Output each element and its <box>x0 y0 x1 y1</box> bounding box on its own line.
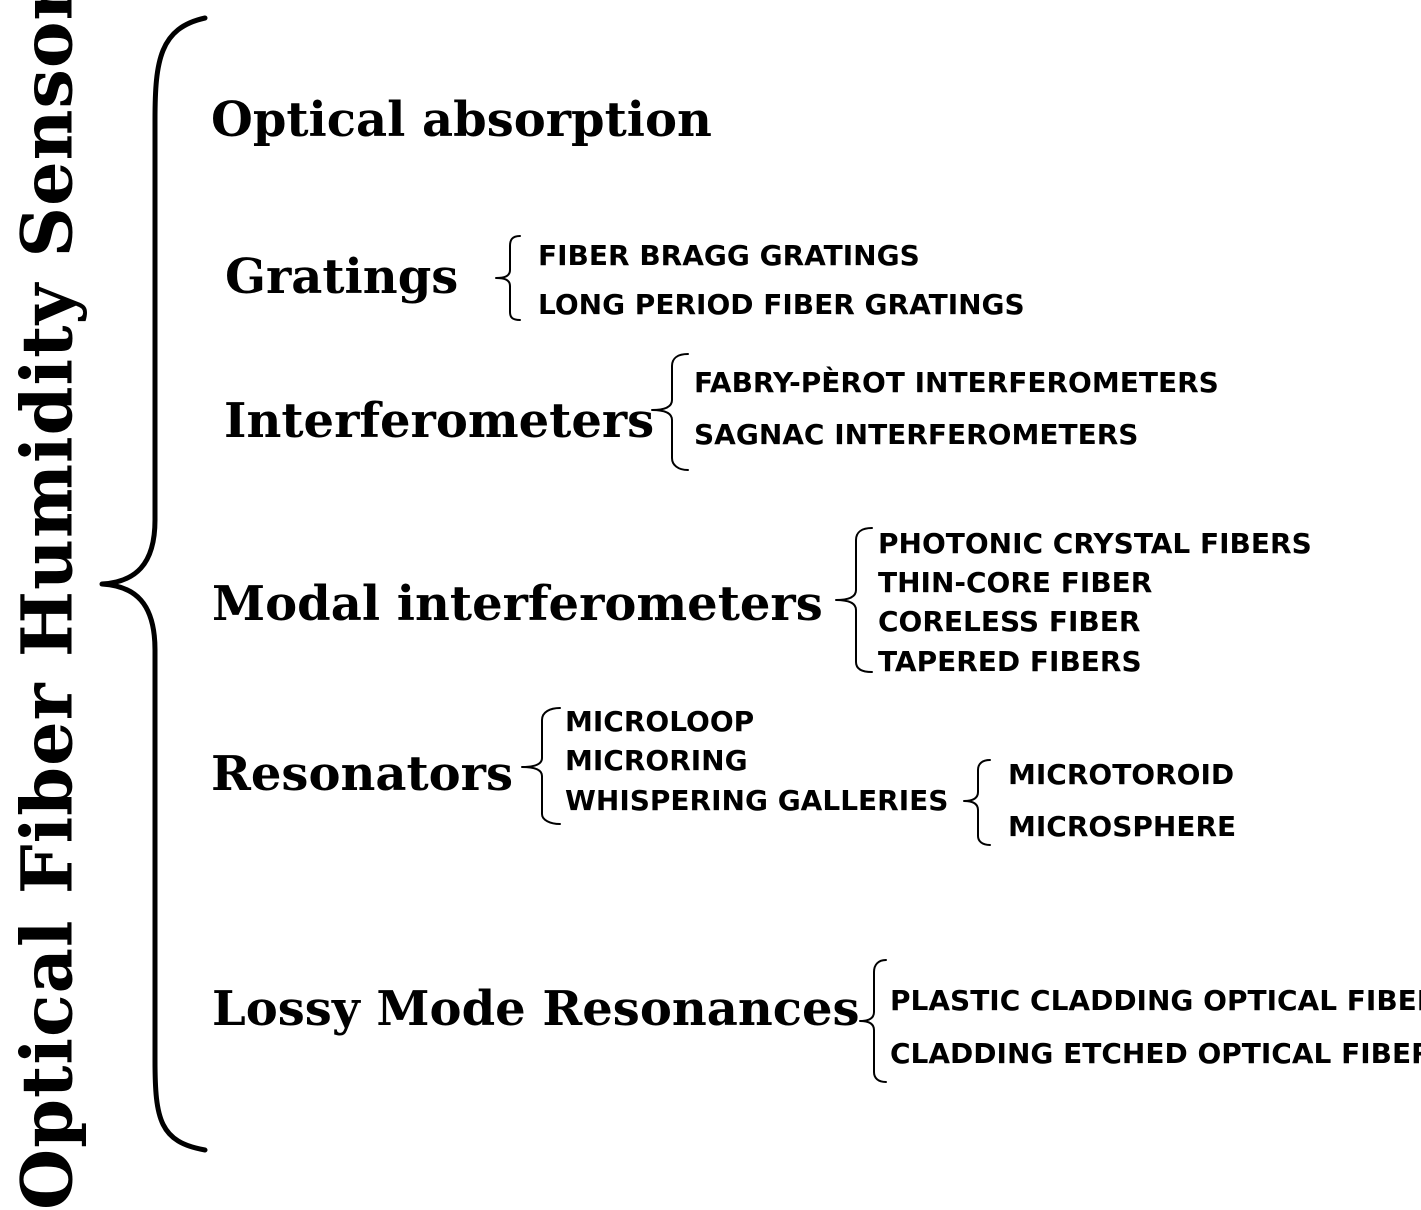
item-thin-core: THIN-CORE FIBER <box>878 566 1153 599</box>
category-optical-absorption: Optical absorption <box>211 92 712 148</box>
diagram: Optical Fiber Humidity Sensors Optical a… <box>6 0 1421 1210</box>
item-fiber-bragg: FIBER BRAGG GRATINGS <box>538 239 920 272</box>
item-tapered: TAPERED FIBERS <box>878 645 1142 678</box>
resonators-bracket <box>521 707 561 825</box>
item-microloop: MICROLOOP <box>565 705 755 738</box>
category-lossy-mode: Lossy Mode Resonances <box>212 981 860 1037</box>
item-cladding-etched: CLADDING ETCHED OPTICAL FIBER <box>890 1037 1421 1070</box>
whispering-bracket <box>963 759 991 846</box>
item-whispering-galleries: WHISPERING GALLERIES <box>565 784 949 817</box>
category-modal-interferometers: Modal interferometers <box>212 576 823 632</box>
lossy-bracket <box>859 959 887 1083</box>
interferometers-bracket <box>651 353 689 471</box>
item-microring: MICRORING <box>565 744 748 777</box>
category-resonators: Resonators <box>211 746 513 802</box>
brackets <box>99 15 991 1153</box>
modal-bracket <box>835 527 873 673</box>
item-sagnac: SAGNAC INTERFEROMETERS <box>694 418 1139 451</box>
item-photonic-crystal: PHOTONIC CRYSTAL FIBERS <box>878 527 1312 560</box>
gratings-bracket <box>495 235 521 321</box>
root-label: Optical Fiber Humidity Sensors <box>5 0 89 1210</box>
item-long-period: LONG PERIOD FIBER GRATINGS <box>538 288 1025 321</box>
category-gratings: Gratings <box>225 249 459 305</box>
item-microsphere: MICROSPHERE <box>1008 810 1237 843</box>
category-interferometers: Interferometers <box>224 393 655 449</box>
item-microtoroid: MICROTOROID <box>1008 758 1235 791</box>
item-coreless: CORELESS FIBER <box>878 605 1141 638</box>
main-brace <box>99 15 208 1153</box>
item-plastic-cladding: PLASTIC CLADDING OPTICAL FIBER <box>890 984 1421 1017</box>
item-fabry-perot: FABRY-PÈROT INTERFEROMETERS <box>694 366 1219 399</box>
